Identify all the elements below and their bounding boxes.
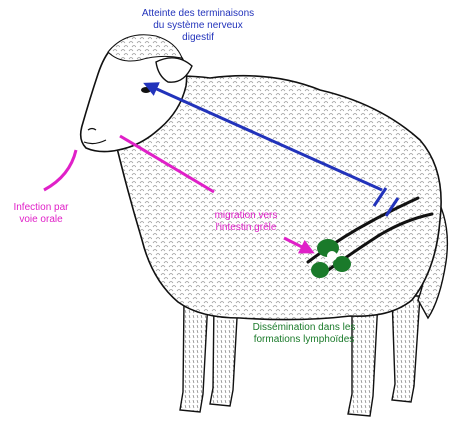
nerve-endings-label: Atteinte des terminaisons du système ner… <box>118 8 278 44</box>
oral-infection-label: Infection par voie orale <box>6 202 76 226</box>
migration-label: migration vers l'intestin grêle <box>206 210 286 234</box>
dissemination-label: Dissémination dans les formations lympho… <box>238 322 370 346</box>
sheep-eye <box>141 87 151 93</box>
